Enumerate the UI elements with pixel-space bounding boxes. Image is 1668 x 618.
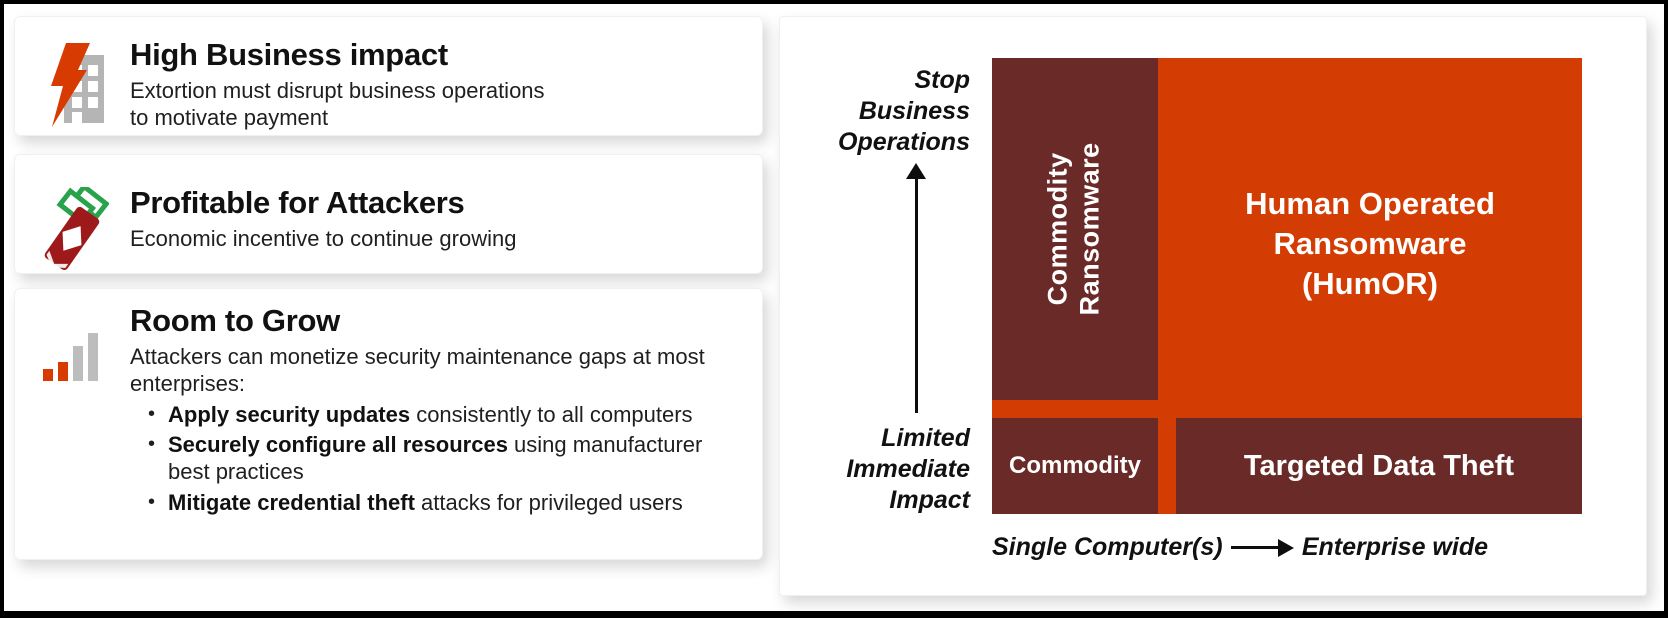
card-title: Profitable for Attackers xyxy=(130,185,465,220)
bullet-mitigate-credential-theft: Mitigate credential theft attacks for pr… xyxy=(146,490,726,517)
quadrant-label: Targeted Data Theft xyxy=(1243,449,1515,482)
card-body: Extortion must disrupt business operatio… xyxy=(130,77,545,131)
money-icon xyxy=(15,155,130,273)
card-room-to-grow: Room to Grow Attackers can monetize secu… xyxy=(14,288,763,560)
bullet-securely-configure: Securely configure all resources using m… xyxy=(146,432,726,486)
bullet-rest-text: using manufacturer best practices xyxy=(168,432,703,485)
quadrant-commodity-ransomware: Commodity Ransomware xyxy=(992,58,1158,400)
card-profitable-for-attackers: Profitable for Attackers Economic incent… xyxy=(14,154,763,274)
card-body: Economic incentive to continue growing xyxy=(130,225,517,251)
card-title: Room to Grow xyxy=(130,303,340,338)
card-high-business-impact: High Business impact Extortion must disr… xyxy=(14,16,763,136)
x-axis-left-label: Single Computer(s) xyxy=(992,533,1223,561)
quadrant-label: Human Operated Ransomware (HumOR) xyxy=(1245,185,1495,302)
bullet-rest-text: attacks for privileged users xyxy=(414,490,683,516)
card-text: High Business impact Extortion must disr… xyxy=(130,17,762,135)
x-axis-right-label: Enterprise wide xyxy=(1301,533,1488,561)
card-text: Profitable for Attackers Economic incent… xyxy=(130,155,762,273)
bullet-bold-text: Mitigate credential theft xyxy=(168,490,415,516)
bullet-rest-text: consistently to all computers xyxy=(410,401,693,427)
quadrant-targeted-data-theft: Targeted Data Theft xyxy=(1176,418,1582,514)
right-arrow-icon xyxy=(1230,538,1294,557)
x-axis: Single Computer(s) Enterprise wide xyxy=(992,533,1488,562)
mitigation-bullet-list: Apply security updates consistently to a… xyxy=(146,402,726,517)
card-title: High Business impact xyxy=(130,37,448,72)
quadrant-plot: Commodity Ransomware Human Operated Rans… xyxy=(992,58,1582,514)
card-text: Room to Grow Attackers can monetize secu… xyxy=(130,289,762,559)
bullet-bold-text: Apply security updates xyxy=(168,401,411,427)
quadrant-label: Commodity Ransomware xyxy=(1043,142,1106,316)
bullet-bold-text: Securely configure all resources xyxy=(168,432,508,458)
y-axis-top-label: Stop Business Operations xyxy=(838,66,970,156)
quadrant-commodity: Commodity xyxy=(992,418,1158,514)
impact-scope-quadrant-panel: Stop Business Operations Limited Immedia… xyxy=(779,16,1647,596)
bullet-apply-security-updates: Apply security updates consistently to a… xyxy=(146,402,726,429)
bar-chart-icon xyxy=(15,289,130,559)
card-body: Attackers can monetize security maintena… xyxy=(130,343,705,397)
y-axis-bottom-label: Limited Immediate Impact xyxy=(846,424,970,514)
quadrant-label: Commodity xyxy=(1009,452,1141,479)
up-arrow-icon xyxy=(906,163,926,413)
building-lightning-icon xyxy=(15,17,130,135)
quadrant-human-operated-ransomware: Human Operated Ransomware (HumOR) xyxy=(1158,58,1582,400)
